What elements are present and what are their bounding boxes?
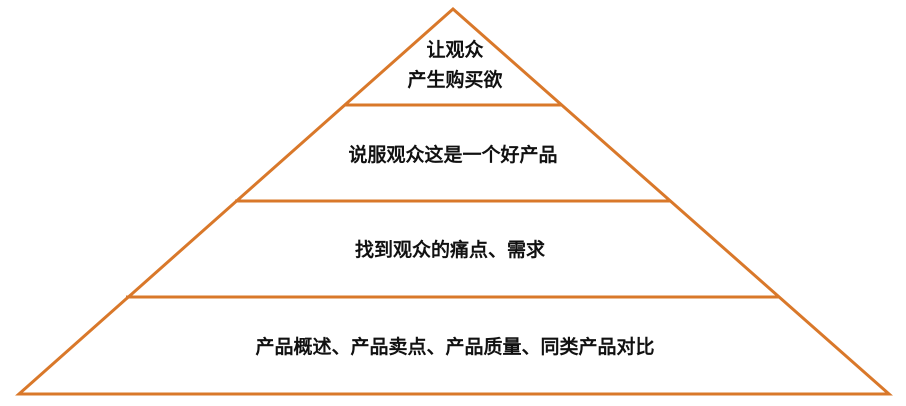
level-1-text-line-2: 产生购买欲: [407, 68, 502, 91]
level-4-text: 产品概述、产品卖点、产品质量、同类产品对比: [255, 335, 654, 358]
level-3-text: 找到观众的痛点、需求: [355, 238, 546, 261]
level-1-text-line-1: 让观众: [426, 38, 483, 61]
level-2-text: 说服观众这是一个好产品: [348, 143, 557, 166]
